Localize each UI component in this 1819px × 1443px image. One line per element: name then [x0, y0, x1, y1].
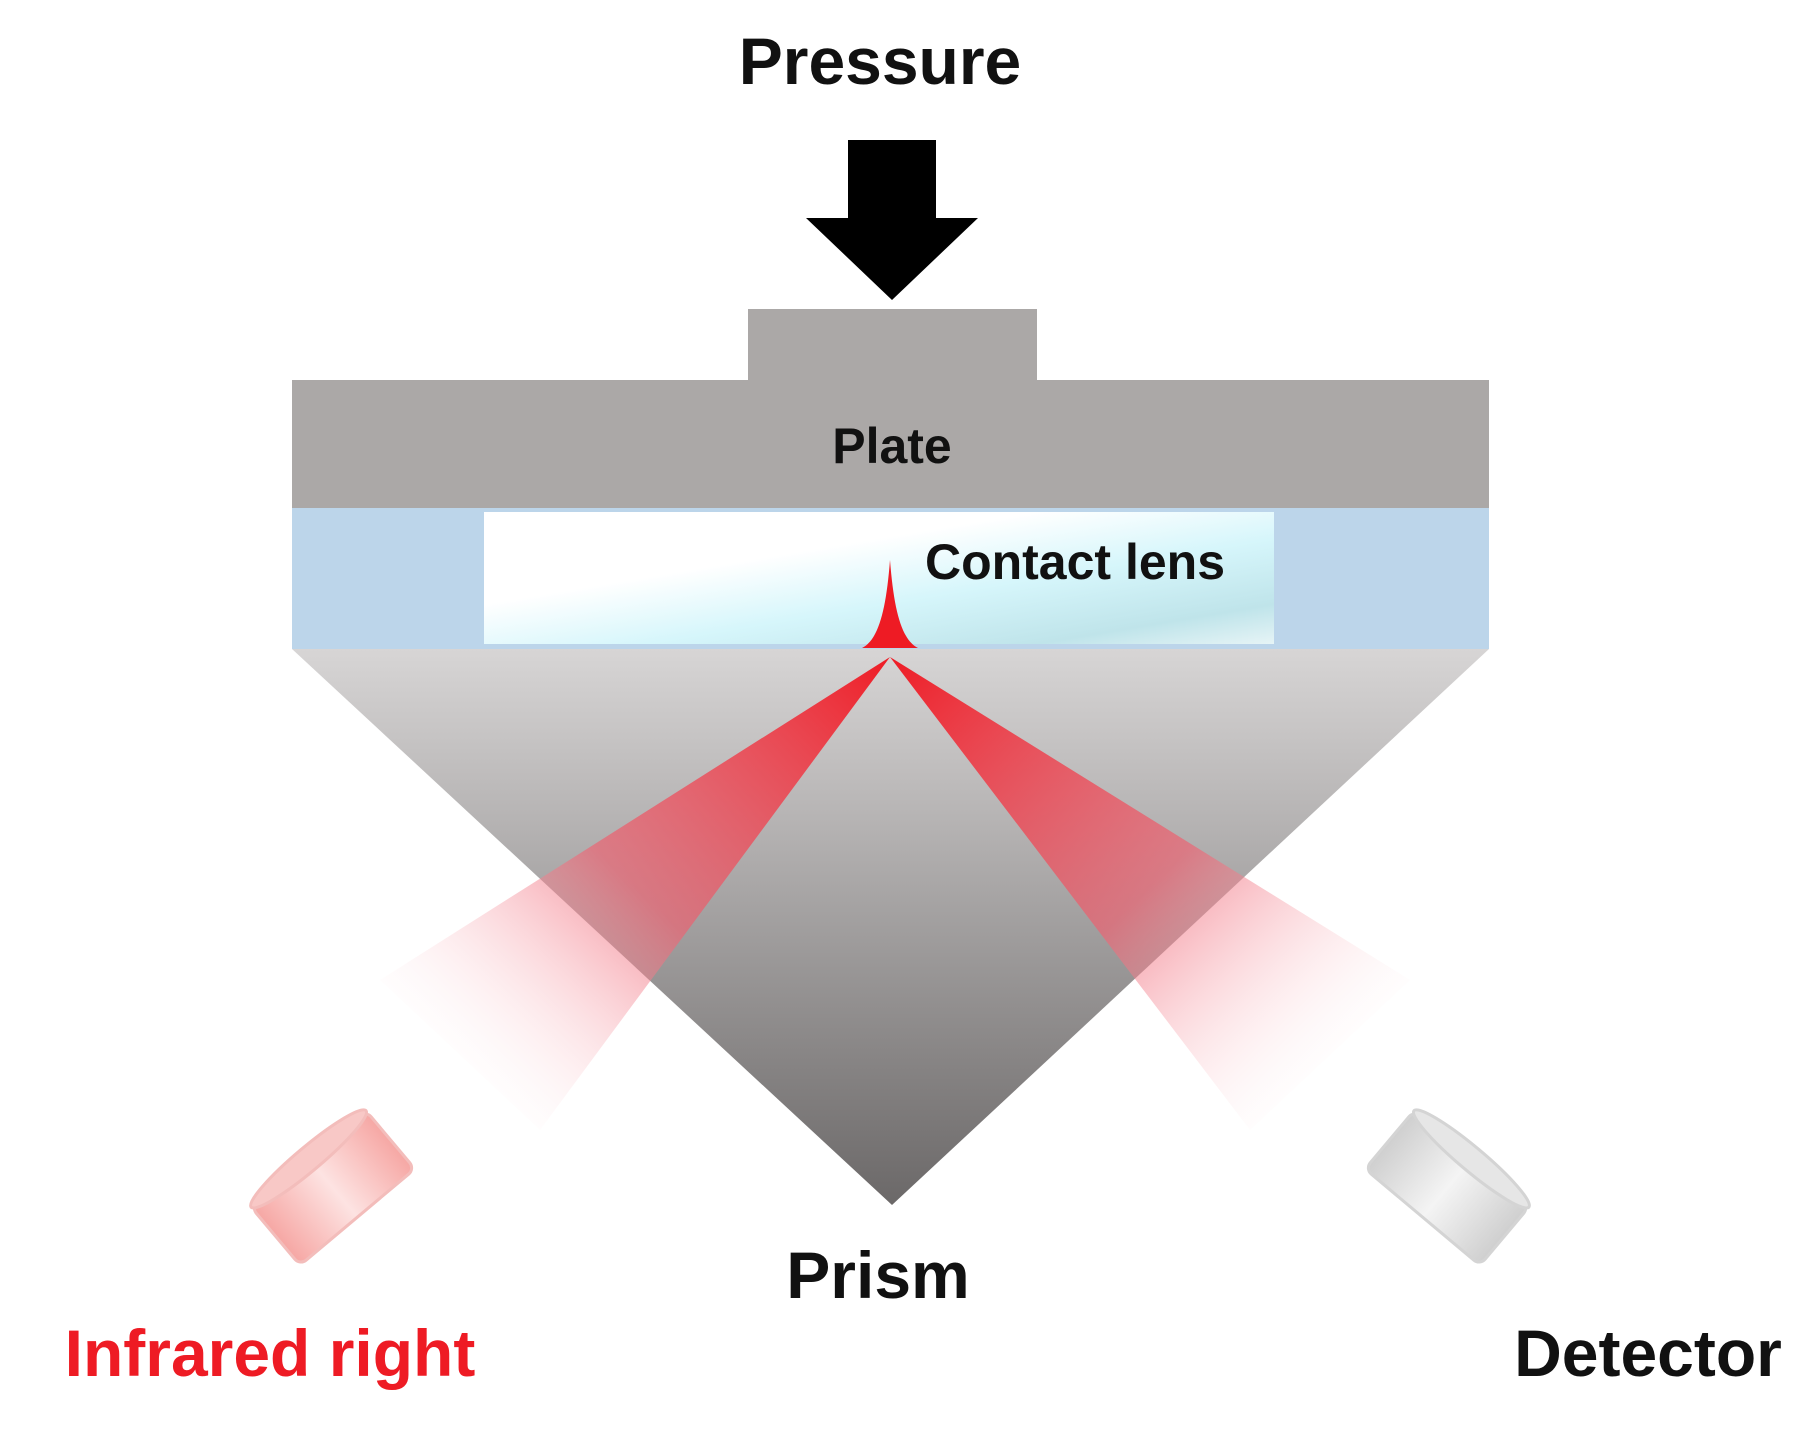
reflected-beam — [890, 657, 1410, 1130]
pressure-arrow-icon — [806, 140, 978, 300]
evanescent-wave — [862, 560, 918, 648]
incident-beam — [380, 657, 890, 1130]
pressure-label: Pressure — [739, 24, 1022, 98]
plate — [292, 309, 1489, 508]
detector-icon — [1366, 1108, 1531, 1264]
contact-lens — [484, 512, 1274, 644]
prism-label: Prism — [786, 1238, 969, 1312]
detector-label: Detector — [1514, 1316, 1782, 1390]
source-label: Infrared right — [65, 1316, 476, 1390]
contact-lens-label: Contact lens — [925, 534, 1225, 590]
plate-label: Plate — [832, 418, 952, 474]
prism — [292, 649, 1489, 1205]
infrared-source-icon — [249, 1108, 414, 1264]
